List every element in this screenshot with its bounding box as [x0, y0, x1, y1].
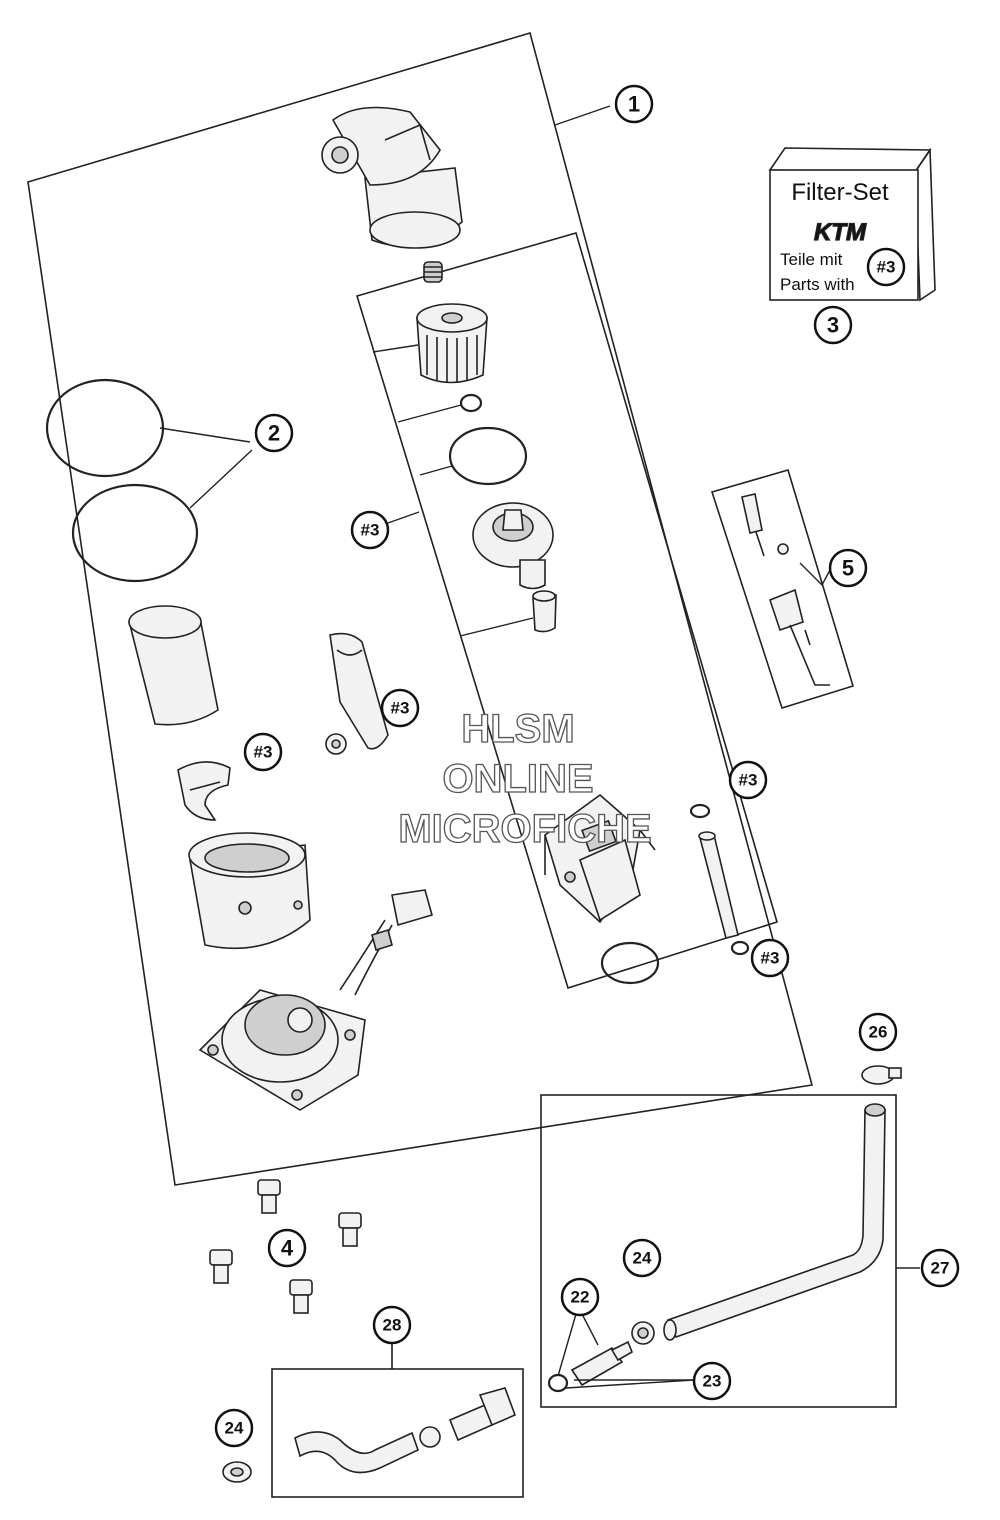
retainer-clip	[177, 761, 231, 821]
pickup-screen	[325, 632, 389, 755]
large-o-ring-lower	[71, 483, 199, 583]
svg-text:2: 2	[268, 421, 280, 446]
clamp-24	[222, 1461, 252, 1483]
set-ref-washer-lower: #3	[750, 938, 790, 978]
callout-23: 23	[692, 1361, 732, 1401]
fuel-hose	[663, 1103, 886, 1341]
callout-4: 4	[267, 1228, 307, 1268]
callout-3: 3	[813, 305, 853, 345]
sleeve	[532, 590, 557, 633]
pump-o-ring	[600, 941, 660, 985]
callout-27: 27	[920, 1248, 960, 1288]
svg-text:4: 4	[281, 1236, 294, 1261]
ktm-logo: KTM	[814, 219, 867, 246]
pump-head	[321, 106, 463, 249]
level-sensor-frame	[710, 469, 854, 709]
callout-5: 5	[828, 548, 868, 588]
svg-text:#3: #3	[254, 743, 273, 762]
svg-text:27: 27	[931, 1259, 950, 1278]
svg-text:1: 1	[628, 92, 640, 117]
hose-clamp	[631, 1321, 655, 1345]
callout-22: 22	[560, 1277, 600, 1317]
callout-24-lower: 24	[214, 1408, 254, 1448]
connector-28	[448, 1387, 517, 1442]
set-ref-screen: #3	[380, 688, 420, 728]
callout-2: 2	[254, 413, 294, 453]
svg-text:ONLINE: ONLINE	[442, 757, 593, 801]
svg-text:5: 5	[842, 556, 854, 581]
svg-text:MICROFICHE: MICROFICHE	[398, 807, 651, 851]
connector-o-ring	[547, 1373, 569, 1393]
svg-text:#3: #3	[361, 521, 380, 540]
svg-text:26: 26	[869, 1023, 888, 1042]
filter-sleeve	[128, 605, 219, 726]
fuel-pump-assembly-frame	[27, 31, 814, 1186]
svg-text:#3: #3	[739, 771, 758, 790]
spring	[423, 261, 443, 283]
quick-connector	[570, 1340, 634, 1387]
o-ring	[448, 426, 528, 486]
pressure-regulator	[472, 502, 554, 590]
hose-clamp-28	[419, 1426, 441, 1448]
hose-assembly-frame	[540, 1094, 897, 1408]
svg-text:#3: #3	[391, 699, 410, 718]
callout-28: 28	[372, 1305, 412, 1345]
watermark: HLSM ONLINE MICROFICHE	[398, 706, 653, 851]
svg-text:HLSM: HLSM	[461, 707, 574, 751]
wiring-connector	[339, 889, 433, 996]
callout-24-upper: 24	[622, 1238, 662, 1278]
small-o-ring	[459, 393, 483, 413]
bolt-2	[338, 1212, 362, 1247]
svg-text:22: 22	[571, 1288, 590, 1307]
washer-lower	[730, 940, 750, 956]
level-sensor	[741, 493, 830, 686]
short-hose	[294, 1431, 419, 1474]
set-ref-clip: #3	[243, 732, 283, 772]
bolt-1	[257, 1179, 281, 1214]
filter-set-subframe	[355, 232, 778, 990]
svg-text:#3: #3	[761, 949, 780, 968]
filter-set-title: Filter-Set	[791, 179, 889, 206]
svg-text:3: 3	[827, 313, 839, 338]
svg-text:24: 24	[633, 1249, 652, 1268]
bolt-3	[209, 1249, 233, 1284]
filter-set-ref: #3	[877, 258, 896, 277]
hose-kit-frame	[271, 1368, 524, 1498]
pump-motor	[544, 793, 656, 924]
pump-housing	[188, 832, 311, 950]
filter-set-teile: Teile mit	[780, 250, 843, 269]
pump-flange	[198, 989, 366, 1111]
washer-upper	[689, 803, 711, 819]
filter-set-box: Filter-Set KTM Teile mit Parts with #3	[768, 147, 936, 302]
fuel-pipe	[698, 831, 739, 939]
svg-text:24: 24	[225, 1419, 244, 1438]
set-ref-washer-upper: #3	[728, 760, 768, 800]
callout-1: 1	[614, 84, 654, 124]
fuel-filter	[416, 303, 488, 384]
set-ref-filter: #3	[350, 510, 390, 550]
svg-text:28: 28	[383, 1316, 402, 1335]
filter-set-parts: Parts with	[780, 275, 855, 294]
clamp-26	[861, 1065, 902, 1085]
callout-26: 26	[858, 1012, 898, 1052]
svg-text:23: 23	[703, 1372, 722, 1391]
bolt-4	[289, 1279, 313, 1314]
